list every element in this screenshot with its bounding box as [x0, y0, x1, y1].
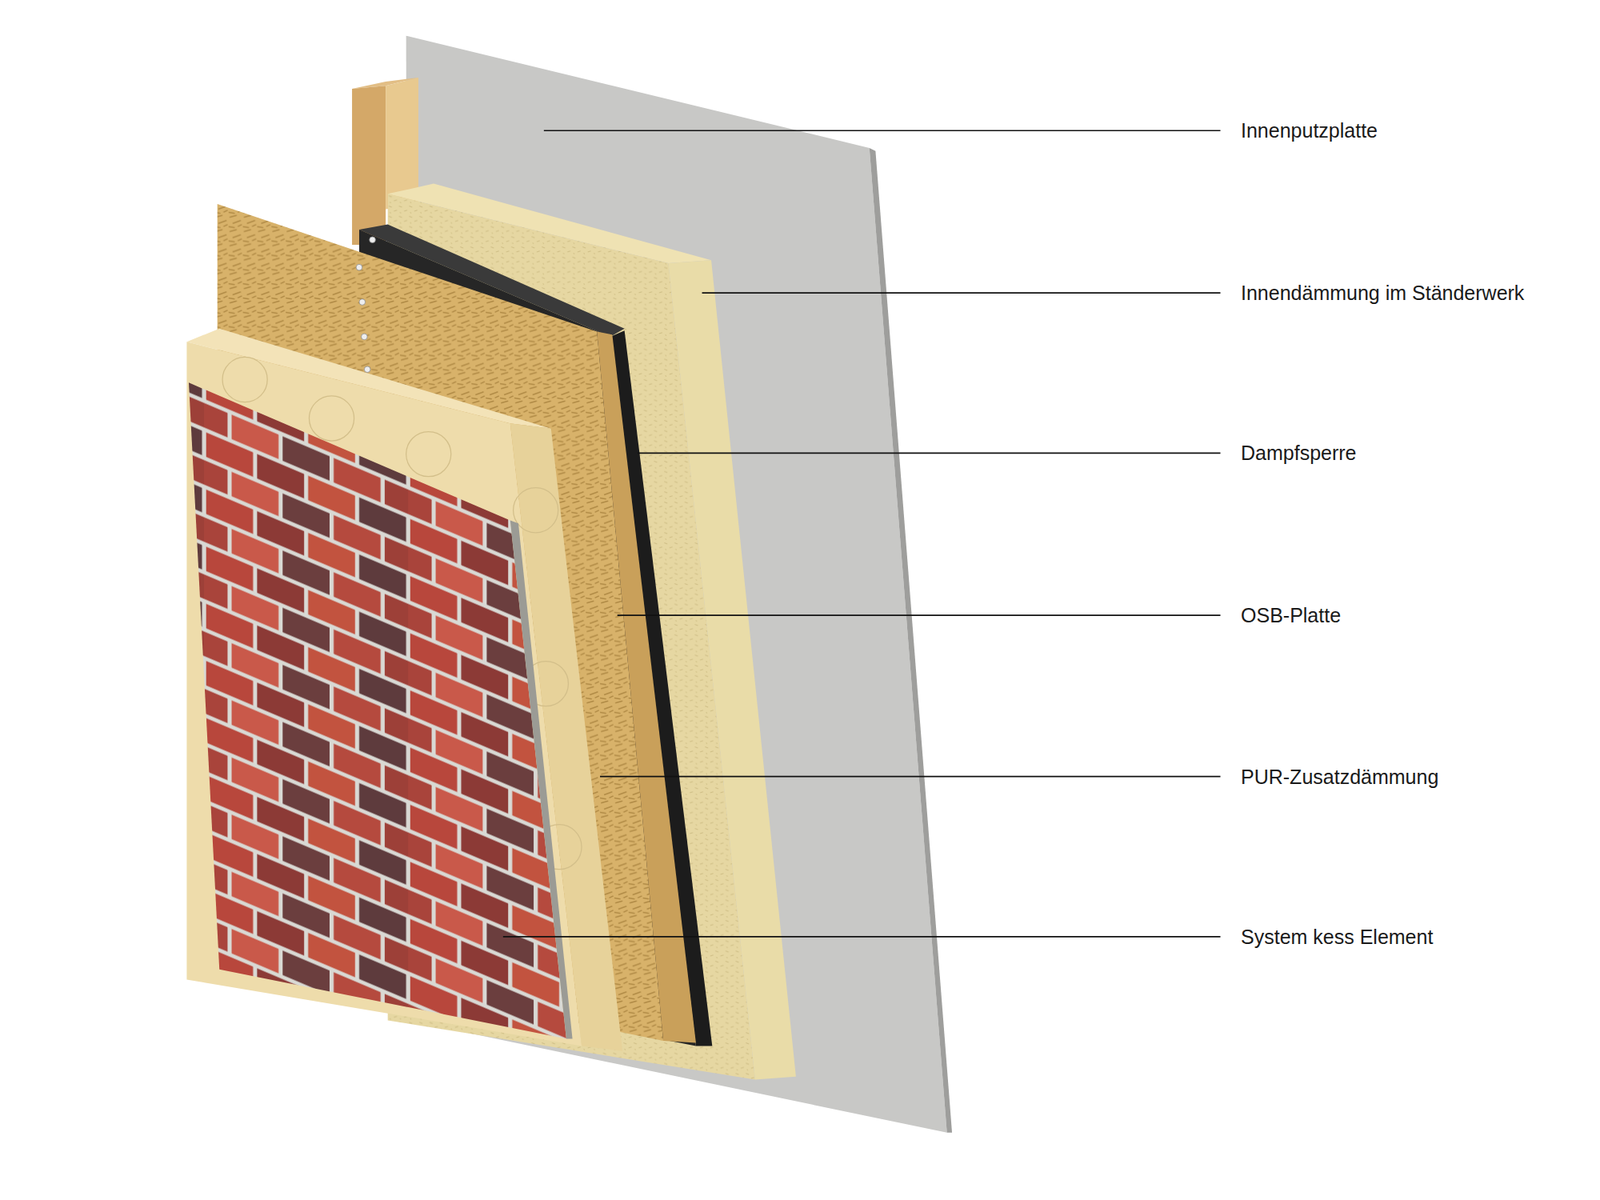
layer-label: Innendämmung im Ständerwerk	[1240, 280, 1524, 305]
leader-line	[544, 129, 1221, 132]
layer-label: OSB-Platte	[1240, 603, 1341, 628]
brick-element	[188, 382, 573, 1039]
leader-line	[503, 936, 1221, 938]
layer-label: Innenputzplatte	[1240, 118, 1378, 143]
leader-line	[702, 292, 1221, 294]
pur-insulation	[186, 328, 623, 1052]
leader-line	[637, 452, 1220, 454]
layer-label: System kess Element	[1240, 924, 1433, 949]
leader-line	[600, 776, 1221, 778]
layer-label: PUR-Zusatzdämmung	[1240, 764, 1439, 789]
leader-line	[617, 614, 1221, 616]
leader-lines	[503, 130, 1221, 937]
layer-label: Dampfsperre	[1240, 440, 1357, 465]
